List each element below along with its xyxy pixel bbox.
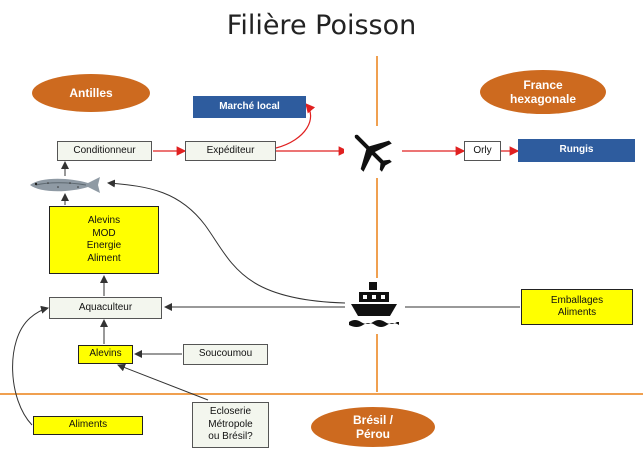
intrants-box: Alevins MOD Energie Aliment	[49, 206, 159, 274]
diagram-title: Filière Poisson	[226, 10, 417, 41]
region-antilles: Antilles	[32, 74, 150, 112]
region-france-hexagonale: France hexagonale	[480, 70, 606, 114]
ship-icon	[345, 278, 403, 334]
ecloserie-box: Ecloserie Métropole ou Brésil?	[192, 402, 269, 448]
region-bresil-perou: Brésil / Pérou	[311, 407, 435, 447]
soucoumou-box: Soucoumou	[183, 344, 268, 365]
rungis-box: Rungis	[518, 139, 635, 162]
conditionneur-box: Conditionneur	[57, 141, 152, 161]
arrow-expediteur-marche-local	[275, 103, 316, 149]
orly-box: Orly	[464, 141, 501, 161]
marche-local-box: Marché local	[193, 96, 306, 118]
aliments-box: Aliments	[33, 416, 143, 435]
airplane-icon	[344, 126, 400, 178]
aquaculteur-box: Aquaculteur	[49, 297, 162, 319]
expediteur-box: Expéditeur	[185, 141, 276, 161]
alevins-box: Alevins	[78, 345, 133, 364]
arrow-ship-fish	[107, 179, 346, 304]
fish-icon	[30, 177, 100, 193]
emballages-aliments-box: Emballages Aliments	[521, 289, 633, 325]
arrow-aliments-aquaculteur	[12, 305, 49, 426]
arrow-ecloserie-alevins	[117, 363, 209, 401]
